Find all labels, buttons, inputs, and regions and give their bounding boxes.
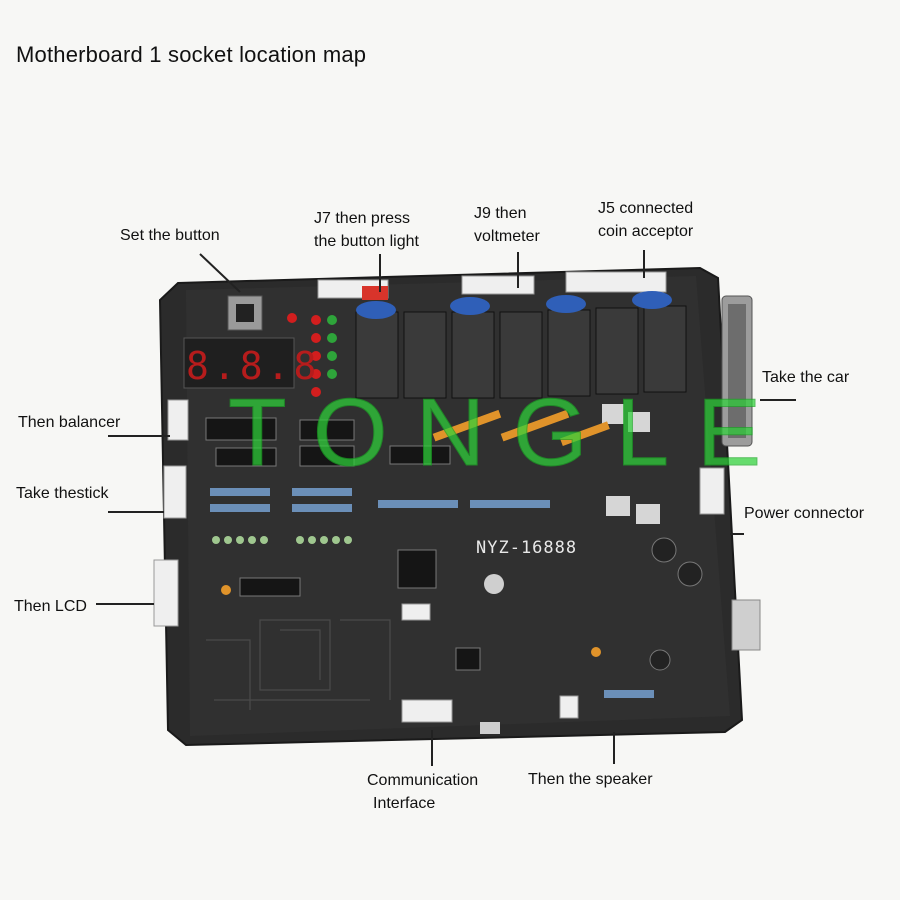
power-section (484, 404, 761, 671)
label-power: Power connector (744, 505, 865, 522)
ic-chips (205, 417, 481, 671)
label-stick: Take thestick (16, 485, 109, 502)
leader-lines (96, 250, 796, 766)
connector-speaker (559, 695, 579, 719)
label-speaker: Then the speaker (528, 771, 653, 788)
pcb-traces (206, 619, 391, 710)
connector-j5 (565, 271, 667, 293)
label-communication-line1: Communication (367, 772, 479, 789)
resistor-rows (210, 488, 654, 698)
label-j7-line1: J7 then press (314, 210, 411, 227)
label-balancer: Then balancer (18, 414, 121, 431)
small-capacitors (212, 536, 352, 544)
connector-lcd (153, 559, 179, 627)
label-j5: J5 connected coin acceptor (598, 197, 693, 243)
label-j9-line2: voltmeter (474, 228, 540, 245)
page-title: Motherboard 1 socket location map (16, 42, 367, 67)
label-j7: J7 then press the button light (314, 207, 419, 253)
label-j9-line1: J9 then (474, 205, 527, 222)
seven-segment-readout: 8.8.8 (186, 344, 321, 388)
label-set-button: Set the button (120, 227, 220, 244)
label-take-car: Take the car (762, 369, 850, 386)
connector-stick (163, 465, 187, 519)
connector-power (699, 467, 725, 515)
label-communication: Communication Interface (367, 769, 478, 815)
orange-parts (221, 409, 610, 657)
relay-bank (355, 305, 687, 399)
connector-communication (401, 699, 453, 723)
label-lcd: Then LCD (14, 598, 87, 615)
label-j5-line1: J5 connected (598, 200, 694, 217)
connector-balancer (167, 399, 189, 441)
label-communication-line2: Interface (373, 795, 436, 812)
tongle-watermark: TONGLE (228, 379, 789, 487)
seven-segment-display (183, 337, 295, 389)
label-j5-line2: coin acceptor (598, 223, 694, 240)
board-model-label: NYZ-16888 (476, 538, 578, 558)
label-j9: J9 then voltmeter (474, 202, 540, 248)
fuse-holder (731, 599, 761, 651)
label-j7-line2: the button light (314, 233, 419, 250)
usb-port (480, 722, 500, 734)
led-column (287, 313, 337, 397)
blue-capacitors (356, 291, 672, 319)
connector-j9 (461, 275, 535, 295)
